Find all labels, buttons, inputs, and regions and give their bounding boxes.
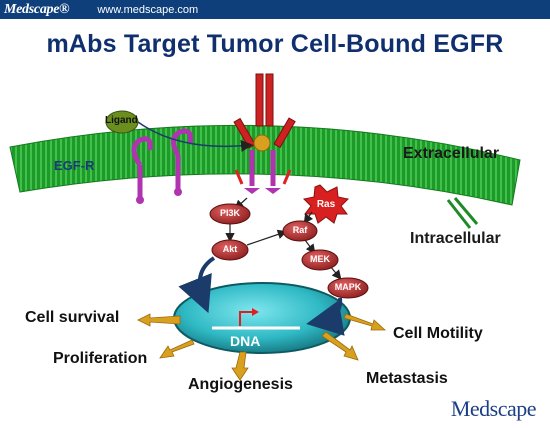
mapk-node [327,277,369,299]
mek-node [301,249,339,271]
proliferation-label: Proliferation [53,350,148,367]
metastasis-arrow [321,331,359,361]
transcription-start-icon [239,311,254,326]
pi3k-label: PI3K [219,208,240,218]
mek-label: MEK [310,254,330,264]
egfr-receptor-left-2 [171,128,193,196]
angiogenesis-arrow [231,351,249,381]
dna-label: DNA [230,333,261,349]
brand-logo: Medscape® [4,1,70,17]
cell-survival-arrow [137,313,181,327]
angiogenesis-label: Angiogenesis [188,376,293,393]
intracellular-label: Intracellular [410,230,501,247]
raf-node [282,220,318,242]
footer-logo: Medscape [450,396,537,421]
top-bar: Medscape® www.medscape.com [0,0,550,19]
mapk-to-nucleus-arrow [306,297,345,336]
cell-motility-arrow [343,313,387,331]
cell-motility-label: Cell Motility [393,325,483,342]
egfr-label: EGF-R [54,158,95,173]
egfr-bound-receptor [234,134,292,194]
slide-title: mAbs Target Tumor Cell-Bound EGFR [46,30,504,58]
pi3k-node [209,203,251,225]
proliferation-arrow [159,339,195,359]
site-url[interactable]: www.medscape.com [97,3,199,16]
ligand-label: Ligand [105,115,138,126]
mapk-label: MAPK [334,282,362,292]
akt-node [211,239,249,261]
membrane-tail-right [446,197,479,229]
cell-survival-label: Cell survival [25,309,120,326]
ras-starburst [302,184,350,224]
raf-label: Raf [292,225,308,235]
egfr-receptor-left-1 [131,136,153,204]
extracellular-label: Extracellular [403,145,500,162]
ras-label: Ras [316,199,336,210]
metastasis-label: Metastasis [366,370,448,387]
akt-to-nucleus-arrow [178,256,216,314]
akt-label: Akt [222,244,238,254]
ligand-binding-arrow [137,121,253,152]
